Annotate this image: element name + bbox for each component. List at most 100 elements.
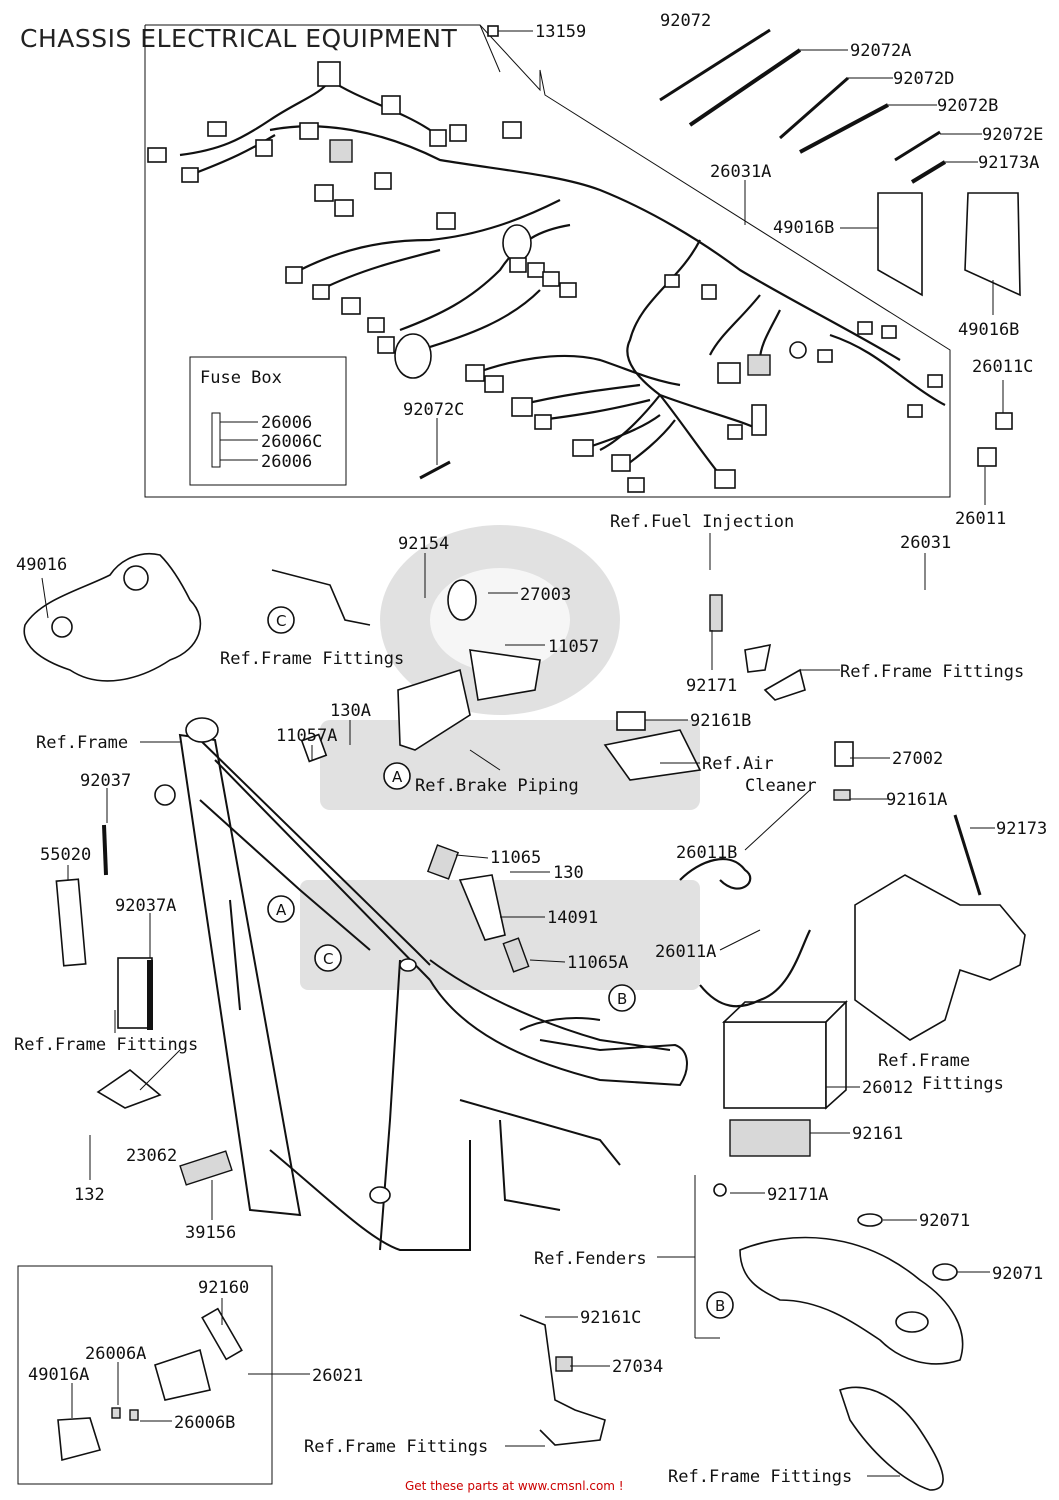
part-label: 92173 <box>996 819 1047 839</box>
part-label: 130 <box>553 863 584 883</box>
relay-bracket <box>519 1314 606 1446</box>
brackets-and-parts <box>55 569 854 1109</box>
rear-fender <box>713 1183 964 1491</box>
part-label: 26011C <box>972 357 1033 377</box>
part-label: 92071 <box>919 1211 970 1231</box>
part-label: 92037A <box>115 896 176 916</box>
fuse-label: 26006C <box>261 432 322 452</box>
part-label: Cleaner <box>745 776 817 796</box>
part-label: 92072D <box>893 69 954 89</box>
fuse-box-panel <box>189 356 347 486</box>
part-label: 49016B <box>773 218 834 238</box>
part-label: Ref.Fenders <box>534 1249 647 1269</box>
part-label: 92072B <box>937 96 998 116</box>
part-label: Ref.Fuel Injection <box>610 512 794 532</box>
part-label: 49016B <box>958 320 1019 340</box>
part-label: 27002 <box>892 749 943 769</box>
harness-box-notch <box>479 24 501 73</box>
ref-circle-b <box>706 1291 734 1319</box>
part-label: 26006B <box>174 1413 235 1433</box>
insulator-49016b-b <box>964 192 1021 297</box>
ref-circle-c <box>314 944 342 972</box>
leader-lines <box>41 30 1004 1477</box>
part-label: 132 <box>74 1185 105 1205</box>
ref-circle-label: B <box>617 990 627 1008</box>
ref-circle-a <box>383 762 411 790</box>
fuse-box-heading: Fuse Box <box>200 368 282 388</box>
part-label: 92161B <box>690 711 751 731</box>
ref-circle-b <box>608 984 636 1012</box>
part-label: 92072C <box>403 400 464 420</box>
harness-box-outline <box>144 24 951 498</box>
part-label: Ref.Frame Fittings <box>14 1035 198 1055</box>
part-label: Ref.Air <box>702 754 774 774</box>
cable-ties <box>419 28 947 480</box>
part-label: 92173A <box>978 153 1039 173</box>
main-wiring-harness <box>179 79 946 476</box>
part-label: 92037 <box>80 771 131 791</box>
part-label: 39156 <box>185 1223 236 1243</box>
page-title: CHASSIS ELECTRICAL EQUIPMENT <box>20 24 457 53</box>
ecu-inset-parts <box>57 1307 243 1462</box>
part-label: 92161A <box>886 790 947 810</box>
part-label: 26031 <box>900 533 951 553</box>
part-label: 26006A <box>85 1344 146 1364</box>
part-label: 130A <box>330 701 371 721</box>
grommet-plate <box>117 957 153 1029</box>
part-label: 92072 <box>660 11 711 31</box>
part-label: 11065A <box>567 953 628 973</box>
battery-and-tray <box>679 814 1026 1157</box>
part-label: Ref.Frame Fittings <box>220 649 404 669</box>
fuse-label: 26006 <box>261 452 312 472</box>
part-label: 92171A <box>767 1185 828 1205</box>
relay-27034 <box>555 1356 573 1372</box>
part-label: Ref.Brake Piping <box>415 776 579 796</box>
hole-icon <box>123 565 149 591</box>
part-label: 92160 <box>198 1278 249 1298</box>
part-label: 92161C <box>580 1308 641 1328</box>
part-label: 92072E <box>982 125 1043 145</box>
part-label: 26012 <box>862 1078 913 1098</box>
footer-link[interactable]: Get these parts at www.cmsnl.com ! <box>405 1479 624 1493</box>
motorcycle-frame <box>154 717 688 1251</box>
hole-icon <box>51 616 73 638</box>
part-label: Fittings <box>922 1074 1004 1094</box>
part-label: 26021 <box>312 1366 363 1386</box>
part-label: Ref.Frame Fittings <box>840 662 1024 682</box>
part-label: Ref.Frame <box>878 1051 970 1071</box>
part-label: 92154 <box>398 534 449 554</box>
part-label: 26011A <box>655 942 716 962</box>
part-labels: 13159 92072 92072A 92072D 92072B 92072E … <box>14 11 1047 1487</box>
ref-circle-label: B <box>715 1297 725 1315</box>
part-label: 26011B <box>676 843 737 863</box>
circle-refs: C A A C B B <box>267 606 734 1319</box>
part-label: Ref.Frame Fittings <box>668 1467 852 1487</box>
part-label: 92071 <box>992 1264 1043 1284</box>
insulator-49016 <box>23 553 202 682</box>
part-label: 14091 <box>547 908 598 928</box>
ref-circle-label: A <box>276 901 287 919</box>
ref-circle-c <box>267 606 295 634</box>
part-label: 27034 <box>612 1357 663 1377</box>
fuse-label: 26006 <box>261 413 312 433</box>
ref-circle-label: A <box>392 768 403 786</box>
part-label: 11065 <box>490 848 541 868</box>
insulator-49016b-a <box>877 192 923 297</box>
part-label: 11057A <box>276 726 337 746</box>
ref-circle-label: C <box>276 612 286 630</box>
part-label: 49016 <box>16 555 67 575</box>
part-label: 92161 <box>852 1124 903 1144</box>
part-label: 92171 <box>686 676 737 696</box>
part-label: 26011 <box>955 509 1006 529</box>
fuse-box-icon <box>211 412 221 468</box>
part-label: Ref.Frame <box>36 733 128 753</box>
part-label: 55020 <box>40 845 91 865</box>
harness-connectors <box>147 25 1013 493</box>
part-label: 27003 <box>520 585 571 605</box>
part-label: Ref.Frame Fittings <box>304 1437 488 1457</box>
part-label: 23062 <box>126 1146 177 1166</box>
part-label: 11057 <box>548 637 599 657</box>
part-label: 49016A <box>28 1365 89 1385</box>
